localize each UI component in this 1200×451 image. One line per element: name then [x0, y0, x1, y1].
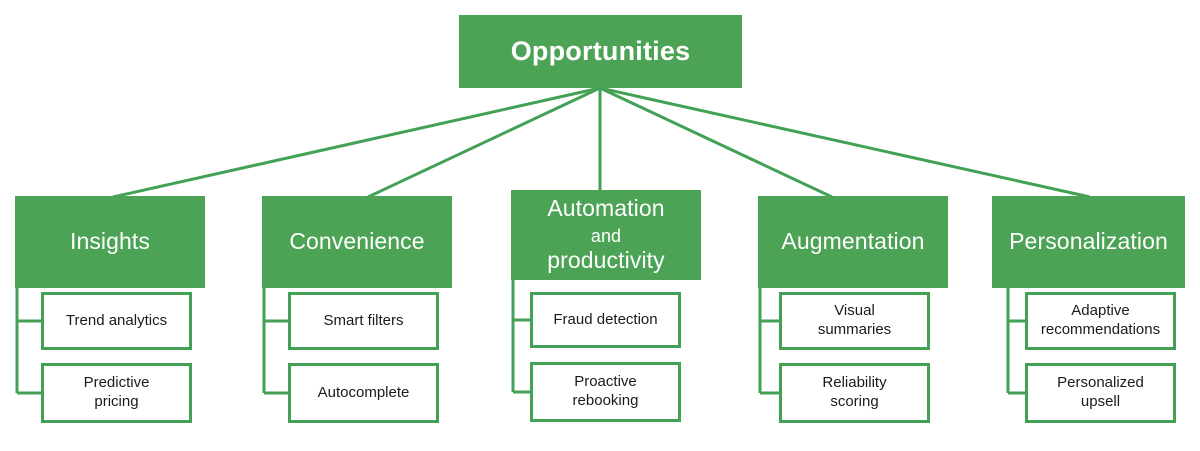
branch-node-personalization-label: Personalization: [1009, 228, 1168, 255]
branch-node-insights[interactable]: Insights: [15, 196, 205, 288]
leaf-node-smart-filters-label: Smart filters: [323, 311, 404, 329]
leaf-node-proactive-rebooking[interactable]: Proactive rebooking: [530, 362, 681, 422]
leaf-node-visual-summaries-label: Visual summaries: [812, 302, 897, 340]
leaf-node-autocomplete-label: Autocomplete: [317, 383, 410, 401]
leaf-node-personalized-upsell[interactable]: Personalized upsell: [1025, 363, 1176, 423]
branch-node-augmentation-label: Augmentation: [781, 228, 925, 255]
leaf-line-2: recommendations: [1040, 321, 1161, 338]
branch-node-convenience[interactable]: Convenience: [262, 196, 452, 288]
leaf-line-2: upsell: [1080, 393, 1121, 410]
branch-node-automation-and-productivity[interactable]: Automation and productivity: [511, 190, 701, 280]
leaf-line-2: scoring: [830, 393, 879, 410]
leaf-node-personalized-upsell-label: Personalized upsell: [1051, 374, 1150, 412]
leaf-node-proactive-rebooking-label: Proactive rebooking: [567, 373, 645, 411]
leaf-line-2: summaries: [817, 321, 892, 338]
branch-line-1: Automation: [547, 195, 665, 222]
leaf-node-fraud-detection[interactable]: Fraud detection: [530, 292, 681, 348]
branch-node-automation-and-productivity-label: Automation and productivity: [541, 195, 671, 273]
branch-node-augmentation[interactable]: Augmentation: [758, 196, 948, 288]
leaf-line-1: Reliability: [822, 374, 887, 392]
branch-line-3: productivity: [547, 246, 665, 273]
leaf-line-2: rebooking: [572, 392, 639, 409]
connector-root-to-augmentation: [599, 86, 833, 199]
leaf-node-trend-analytics[interactable]: Trend analytics: [41, 292, 192, 350]
leaf-line-1: Predictive: [83, 374, 150, 392]
leaf-node-visual-summaries[interactable]: Visual summaries: [779, 292, 930, 350]
branch-node-convenience-label: Convenience: [289, 228, 425, 255]
connector-root-to-convenience: [367, 86, 601, 199]
leaf-node-reliability-scoring-label: Reliability scoring: [816, 374, 892, 412]
leaf-line-2: pricing: [94, 393, 139, 410]
leaf-node-adaptive-recommendations-label: Adaptive recommendations: [1035, 302, 1166, 340]
connector-root-to-personalization: [599, 86, 1091, 199]
leaf-node-fraud-detection-label: Fraud detection: [553, 310, 658, 328]
branch-line-2: and: [590, 226, 622, 247]
leaf-node-trend-analytics-label: Trend analytics: [65, 311, 168, 329]
branch-node-personalization[interactable]: Personalization: [992, 196, 1185, 288]
connector-root-to-insights: [112, 86, 601, 199]
leaf-node-smart-filters[interactable]: Smart filters: [288, 292, 439, 350]
branch-node-insights-label: Insights: [69, 228, 151, 255]
leaf-line-1: Visual: [834, 302, 875, 320]
leaf-node-reliability-scoring[interactable]: Reliability scoring: [779, 363, 930, 423]
leaf-node-predictive-pricing-label: Predictive pricing: [78, 374, 156, 412]
leaf-line-1: Adaptive: [1071, 302, 1130, 320]
leaf-line-1: Personalized: [1057, 374, 1144, 392]
leaf-node-adaptive-recommendations[interactable]: Adaptive recommendations: [1025, 292, 1176, 350]
root-node-label: Opportunities: [510, 36, 691, 66]
root-node-opportunities[interactable]: Opportunities: [459, 15, 742, 88]
leaf-node-predictive-pricing[interactable]: Predictive pricing: [41, 363, 192, 423]
leaf-node-autocomplete[interactable]: Autocomplete: [288, 363, 439, 423]
leaf-line-1: Proactive: [574, 373, 637, 391]
